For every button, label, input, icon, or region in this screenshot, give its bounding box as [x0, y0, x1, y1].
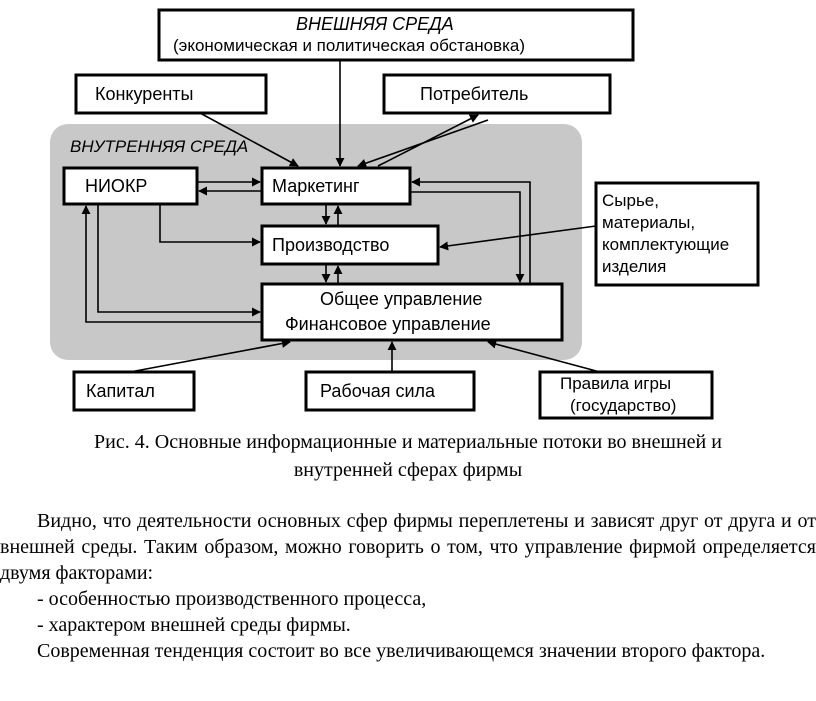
- external-env-subtitle: (экономическая и политическая обстановка…: [173, 36, 525, 55]
- arrow-management-to-marketing: [411, 177, 531, 284]
- list-item-1: - особенностью производственного процесс…: [37, 588, 427, 610]
- arrow-consumer-to-marketing: [357, 119, 489, 168]
- production-label: Производство: [272, 235, 389, 255]
- management-label-2: Финансовое управление: [285, 314, 491, 334]
- arrow-management-to-rnd: [81, 205, 262, 323]
- materials-label-2: материалы,: [602, 213, 695, 232]
- materials-label-4: изделия: [602, 257, 666, 276]
- arrow-rnd-to-production: [159, 204, 261, 247]
- rnd-box: НИОКР: [62, 166, 199, 206]
- rules-box: Правила игры (государство): [538, 370, 714, 420]
- caption-line-1: Рис. 4. Основные информационные и матери…: [94, 431, 722, 453]
- consumer-label: Потребитель: [420, 84, 528, 104]
- marketing-label: Маркетинг: [272, 176, 360, 196]
- labor-box: Рабочая сила: [304, 370, 476, 412]
- capital-box: Капитал: [72, 370, 196, 412]
- competitors-label: Конкуренты: [95, 84, 193, 104]
- rules-label-1: Правила игры: [560, 374, 671, 393]
- rules-label-2: (государство): [570, 396, 676, 415]
- materials-label-1: Сырье,: [602, 191, 659, 210]
- arrow-capital-to-management: [129, 339, 291, 373]
- list-item-2: - характером внешней среды фирмы.: [37, 614, 351, 636]
- paragraph-1: Видно, что деятельности основных сфер фи…: [0, 510, 816, 584]
- rnd-label: НИОКР: [85, 176, 147, 196]
- flow-diagram: ВНУТРЕННЯЯ СРЕДА ВНЕШНЯЯ СРЕДА (экономич…: [50, 8, 760, 420]
- arrow-rnd-to-management: [97, 204, 261, 317]
- consumer-box: Потребитель: [382, 73, 612, 115]
- figure-caption: Рис. 4. Основные информационные и матери…: [20, 428, 796, 484]
- external-env-box: ВНЕШНЯЯ СРЕДА (экономическая и политичес…: [157, 8, 635, 62]
- internal-env-label: ВНУТРЕННЯЯ СРЕДА: [70, 137, 248, 156]
- materials-box: Сырье, материалы, комплектующие изделия: [594, 181, 760, 287]
- external-env-title: ВНЕШНЯЯ СРЕДА: [296, 14, 454, 34]
- paragraph-2: Современная тенденция состоит во все уве…: [37, 640, 766, 662]
- capital-label: Капитал: [86, 381, 155, 401]
- arrow-competitors-to-marketing: [199, 112, 299, 167]
- competitors-box: Конкуренты: [74, 73, 268, 115]
- production-box: Производство: [260, 224, 440, 266]
- management-label-1: Общее управление: [320, 289, 482, 309]
- arrow-rules-to-management: [487, 339, 601, 373]
- arrow-materials-to-production: [439, 225, 597, 251]
- labor-label: Рабочая сила: [320, 381, 436, 401]
- arrow-marketing-to-management: [410, 191, 525, 283]
- body-text: Видно, что деятельности основных сфер фи…: [0, 508, 816, 664]
- materials-label-3: комплектующие: [602, 235, 729, 254]
- management-box: Общее управление Финансовое управление: [260, 282, 564, 342]
- caption-line-2: внутренней сферах фирмы: [293, 459, 523, 481]
- marketing-box: Маркетинг: [260, 166, 412, 206]
